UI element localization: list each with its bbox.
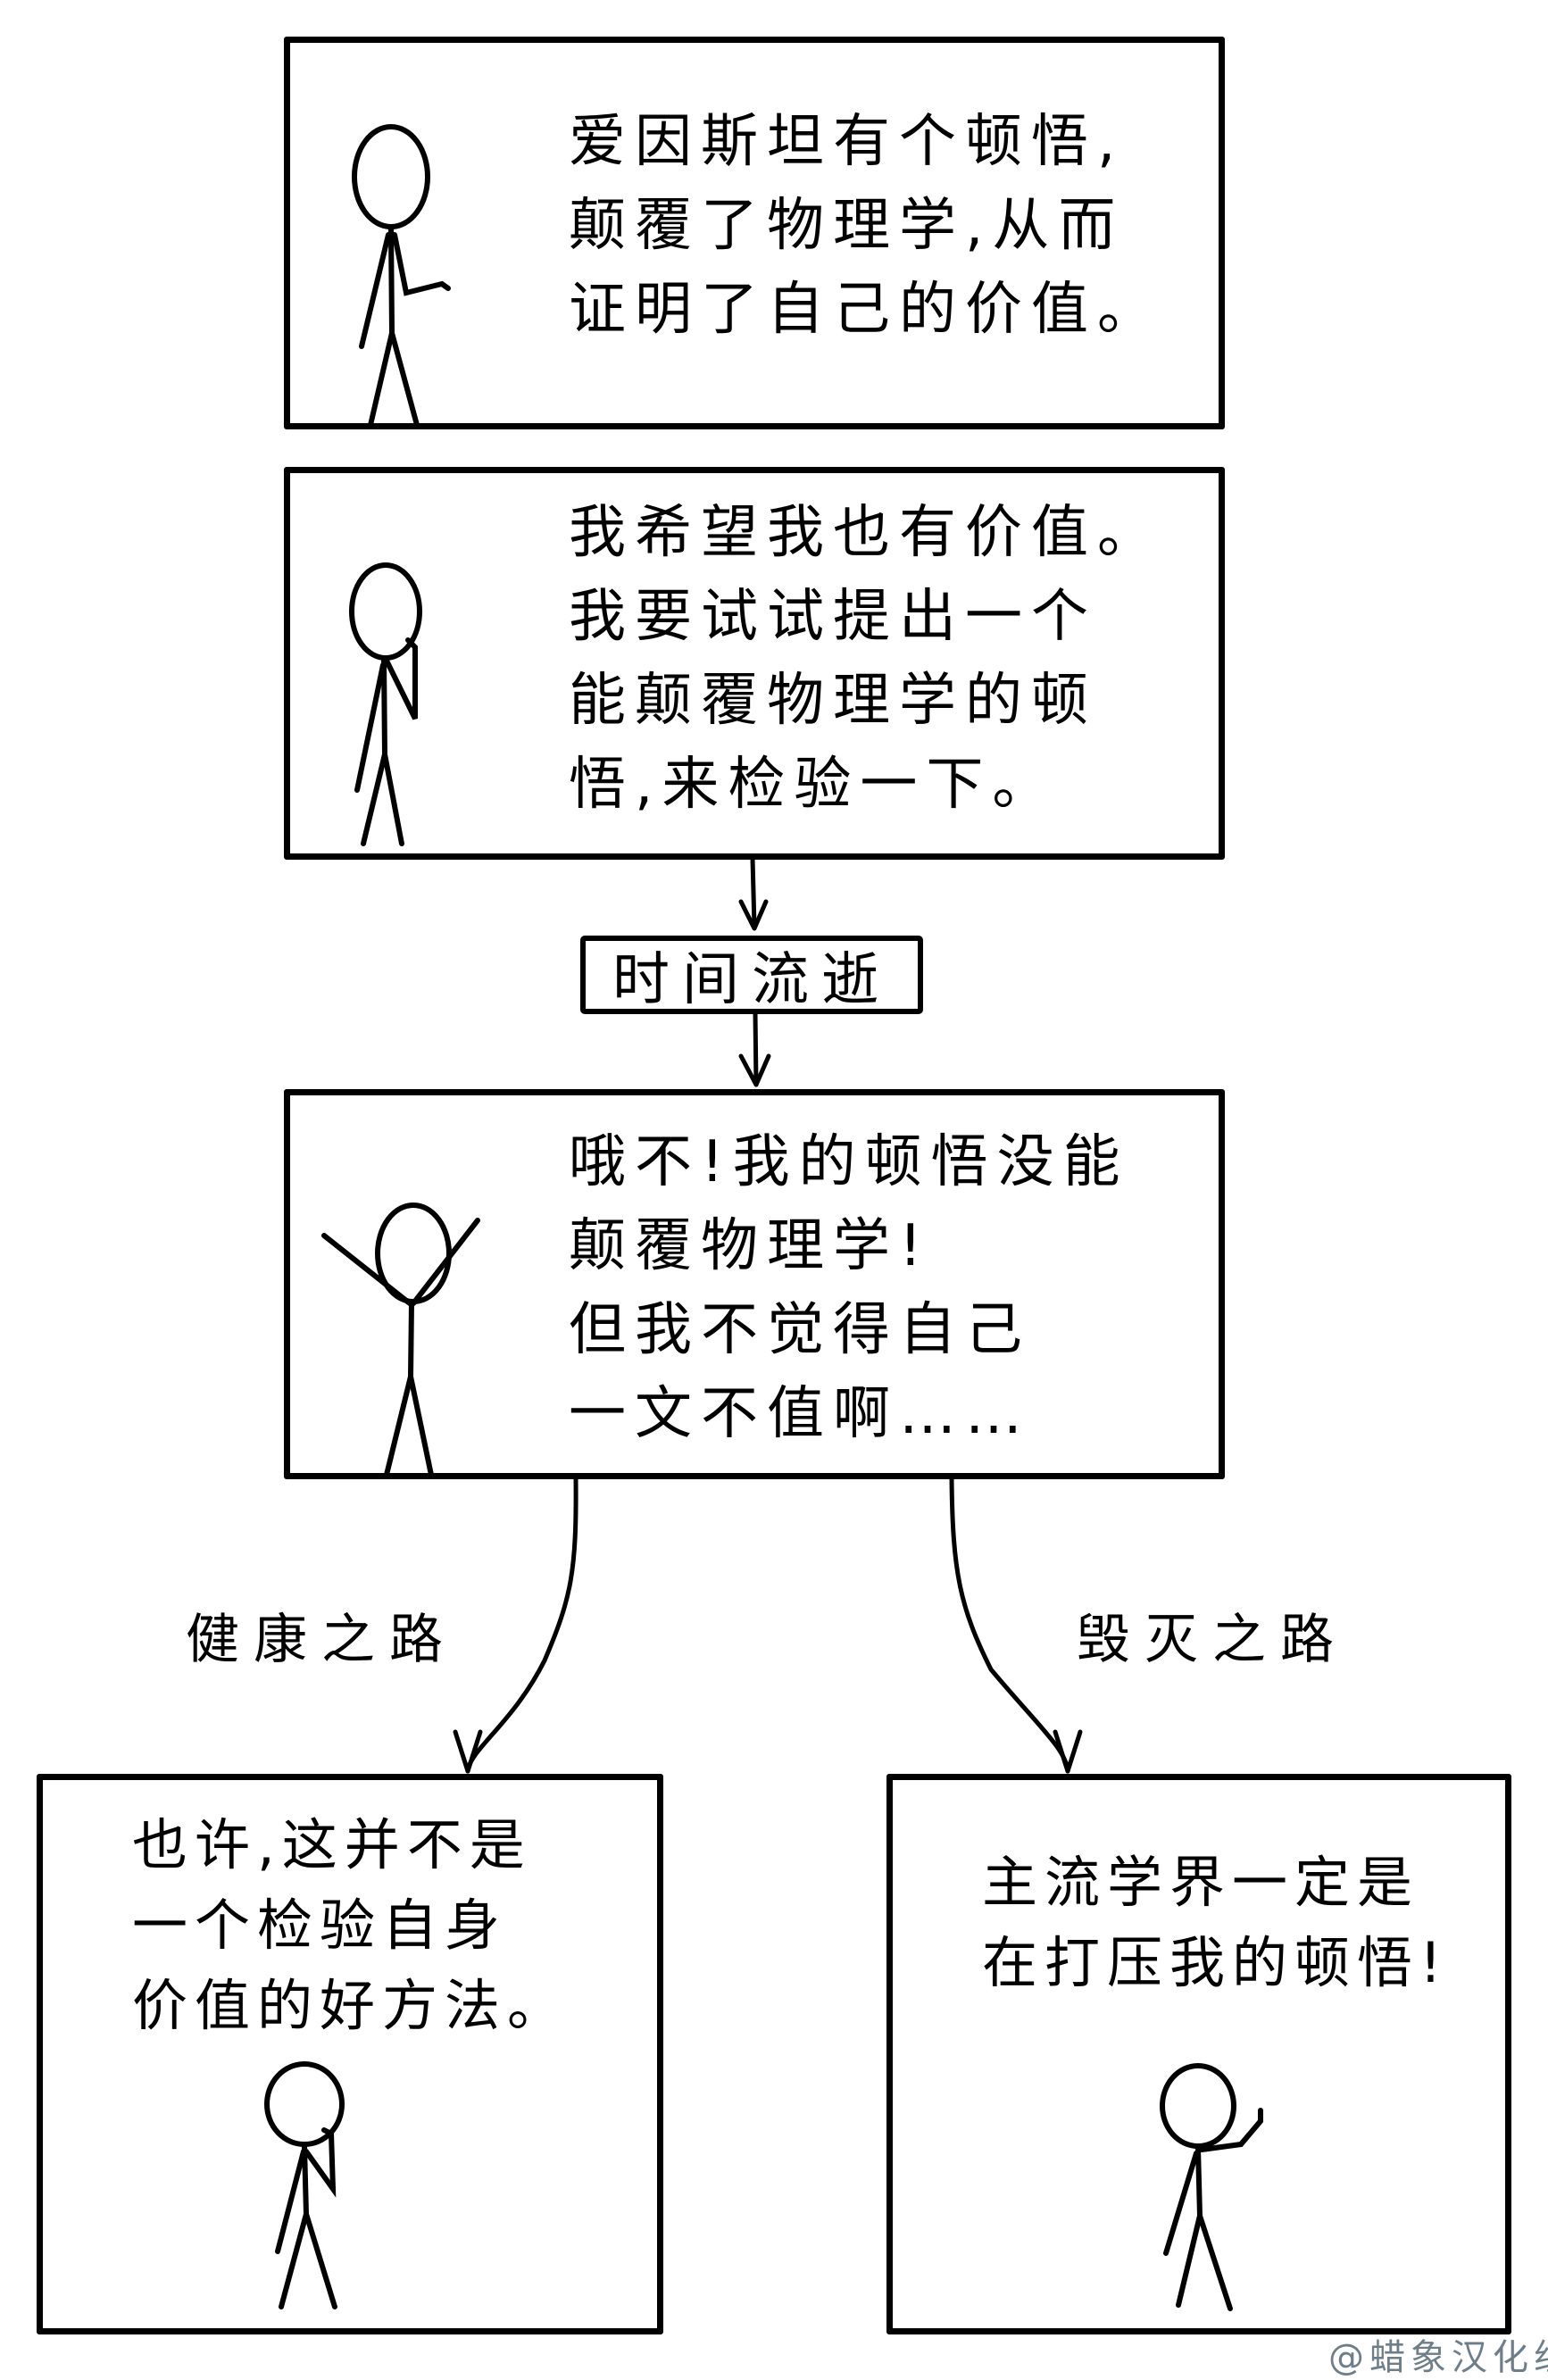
caption-line: 证明了自己的价值。	[569, 277, 1163, 343]
panel-3-caption: 哦不!我的顿悟没能 颠覆物理学! 但我不觉得自己 一文不值啊……	[569, 1120, 1129, 1456]
caption-line: 也许,这并不是	[132, 1812, 532, 1877]
figure-leg-left	[279, 2211, 309, 2309]
stick-figure-thinking	[264, 2061, 345, 2309]
figure-body	[1195, 2145, 1203, 2218]
caption-line: 颠覆物理学!	[569, 1213, 931, 1279]
panel-einstein: 爱因斯坦有个顿悟, 颠覆了物理学,从而 证明了自己的价值。	[284, 37, 1225, 429]
arrow-healthy-branch	[465, 1476, 578, 1774]
caption-line: 一文不值啊……	[569, 1381, 1031, 1447]
figure-leg-right	[408, 1374, 434, 1477]
stick-figure-finger-raised	[1160, 2063, 1263, 2311]
caption-line: 我希望我也有价值。	[569, 500, 1163, 566]
healthy-path-label: 健康之路	[186, 1609, 457, 1671]
figure-leg-right	[389, 330, 420, 428]
destructive-path-label: 毁灭之路	[1077, 1609, 1348, 1671]
panel-4-caption: 也许,这并不是 一个检验自身 价值的好方法。	[132, 1805, 570, 2046]
figure-leg-right	[382, 752, 404, 846]
figure-leg-left	[361, 752, 387, 846]
figure-arm-left	[321, 1233, 412, 1306]
figure-head	[352, 124, 430, 229]
figure-leg-left	[384, 1374, 413, 1477]
caption-line: 一个检验自身	[132, 1893, 508, 1958]
figure-arm-chin	[384, 637, 418, 720]
panel-2-caption: 我希望我也有价值。 我要试试提出一个 能颠覆物理学的顿 悟,来检验一下。	[569, 491, 1163, 827]
figure-arm-raised	[1199, 2108, 1263, 2152]
panel-1-caption: 爱因斯坦有个顿悟, 颠覆了物理学,从而 证明了自己的价值。	[569, 100, 1163, 352]
caption-line: 我要试试提出一个	[569, 584, 1097, 650]
figure-body	[388, 226, 395, 336]
caption-line: 主流学界一定是	[982, 1850, 1420, 1915]
figure-body	[381, 655, 387, 757]
panel-destructive-outcome: 主流学界一定是 在打压我的顿悟!	[886, 1774, 1511, 2334]
figure-body	[408, 1301, 414, 1379]
watermark: @蜡象汉化组	[1328, 2337, 1548, 2378]
caption-line: 颠覆了物理学,从而	[569, 193, 1125, 259]
caption-line: 在打压我的顿悟!	[982, 1930, 1449, 1995]
caption-line: 能颠覆物理学的顿	[569, 668, 1097, 734]
panel-5-caption: 主流学界一定是 在打压我的顿悟!	[982, 1843, 1449, 2003]
figure-leg-left	[1176, 2213, 1203, 2308]
arrow-timebox-to-panel3	[753, 1011, 759, 1087]
figure-arm-back	[1163, 2151, 1199, 2256]
figure-arm-chin	[304, 2127, 337, 2198]
time-passes-label: 时间流逝	[612, 947, 891, 1013]
arrow-destructive-branch	[949, 1476, 1070, 1774]
caption-line: 悟,来检验一下。	[569, 752, 1059, 818]
figure-arm-right	[411, 1218, 480, 1306]
panel-realization: 哦不!我的顿悟没能 颠覆物理学! 但我不觉得自己 一文不值啊……	[284, 1089, 1225, 1479]
figure-arm-back	[359, 232, 391, 349]
arrowhead-2	[738, 1053, 771, 1087]
stick-figure-arms-raised	[321, 1202, 480, 1477]
arrowhead-healthy	[453, 1729, 483, 1774]
figure-leg-right	[1197, 2213, 1233, 2311]
figure-leg-right	[304, 2211, 337, 2309]
figure-arm-pointing	[392, 232, 451, 296]
stick-figure-thinking	[349, 562, 422, 846]
arrowhead-1	[738, 899, 769, 931]
arrowhead-destructive	[1053, 1729, 1083, 1774]
caption-line: 爱因斯坦有个顿悟,	[569, 109, 1125, 175]
stick-figure-pointing	[352, 124, 451, 428]
panel-hope: 我希望我也有价值。 我要试试提出一个 能颠覆物理学的顿 悟,来检验一下。	[284, 467, 1225, 860]
caption-line: 哦不!我的顿悟没能	[569, 1129, 1129, 1195]
panel-healthy-outcome: 也许,这并不是 一个检验自身 价值的好方法。	[37, 1774, 663, 2334]
figure-arm-back	[354, 662, 386, 793]
time-passes-box: 时间流逝	[580, 936, 923, 1014]
caption-line: 价值的好方法。	[132, 1973, 570, 2038]
figure-head	[1160, 2063, 1236, 2149]
arrow-panel2-to-timebox	[750, 856, 757, 929]
figure-leg-left	[368, 330, 395, 428]
figure-arm-back	[275, 2149, 306, 2254]
caption-line: 但我不觉得自己	[569, 1297, 1031, 1363]
